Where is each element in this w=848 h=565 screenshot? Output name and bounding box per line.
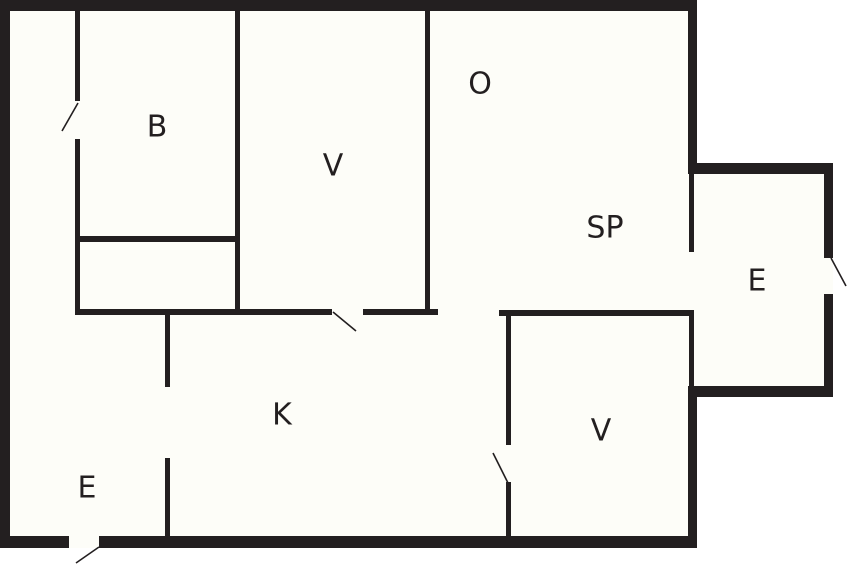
wall-mid-left bbox=[75, 309, 332, 315]
wall-bedroom2-left-top bbox=[506, 313, 511, 445]
room-label-entry: E bbox=[78, 471, 97, 506]
wall-mid-right-of-door bbox=[363, 309, 438, 315]
wall-bedroom-right bbox=[425, 11, 430, 314]
second-bedroom-door-icon[interactable] bbox=[492, 452, 509, 484]
room-label-bedroom-2: V bbox=[591, 414, 612, 449]
wall-kitchen-left-bottom bbox=[165, 458, 170, 538]
outer-wall-bottom-right bbox=[99, 536, 697, 548]
room-label-bedroom: V bbox=[323, 149, 344, 184]
annex-inner-wall-bottom bbox=[689, 310, 694, 388]
wall-bedroom2-left-bottom bbox=[506, 482, 511, 538]
side-entrance-door-icon[interactable] bbox=[830, 257, 847, 287]
bedroom-door-icon[interactable] bbox=[332, 311, 357, 332]
annex-wall-right-top bbox=[824, 163, 833, 258]
room-label-kitchen: K bbox=[272, 398, 293, 433]
room-label-bath: B bbox=[147, 110, 168, 145]
outer-wall-right-top bbox=[688, 0, 697, 170]
room-label-side-entry: E bbox=[748, 264, 767, 299]
wall-bath-left-bottom bbox=[75, 139, 80, 314]
wall-bath-divider bbox=[78, 236, 238, 242]
floor-annex bbox=[690, 163, 833, 397]
annex-inner-wall-top bbox=[689, 170, 694, 252]
outer-wall-top bbox=[0, 0, 697, 11]
room-label-living: O bbox=[468, 67, 492, 102]
outer-wall-right-bottom bbox=[688, 388, 697, 548]
annex-wall-right-bottom bbox=[824, 294, 833, 397]
bath-door-icon[interactable] bbox=[61, 102, 79, 132]
annex-wall-bottom bbox=[688, 386, 833, 397]
annex-wall-top bbox=[688, 163, 833, 174]
outer-wall-bottom-left bbox=[0, 536, 69, 548]
wall-mid-right bbox=[499, 310, 691, 316]
wall-bath-right bbox=[235, 11, 240, 314]
outer-wall-left bbox=[0, 0, 10, 548]
main-entrance-door-icon[interactable] bbox=[75, 546, 100, 564]
room-label-dining: SP bbox=[586, 211, 623, 246]
floor-main bbox=[0, 0, 697, 548]
wall-kitchen-left-top bbox=[165, 314, 170, 387]
wall-bath-left-top bbox=[75, 11, 80, 101]
